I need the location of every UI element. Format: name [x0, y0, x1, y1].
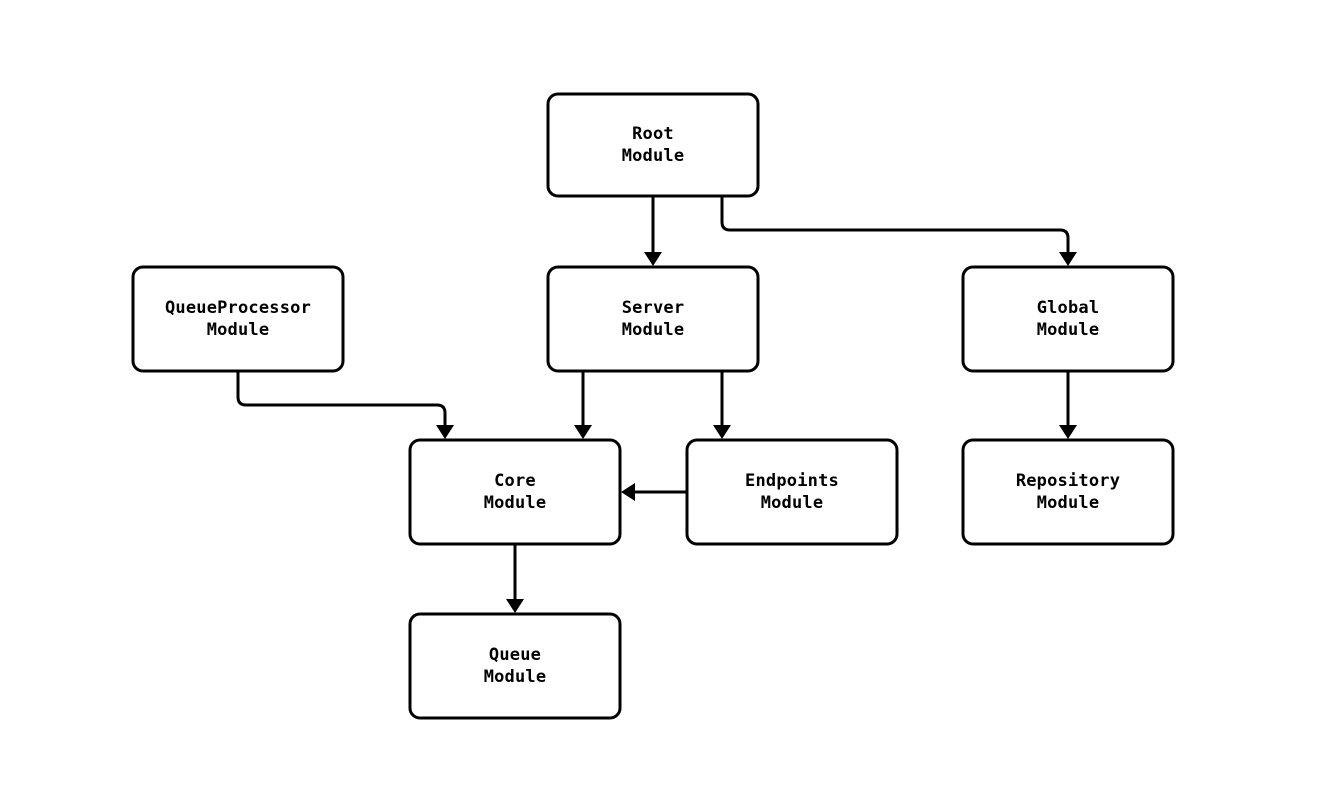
arrow-head-icon-root-server	[644, 252, 662, 266]
node-label-line1-endpoints: Endpoints	[745, 471, 839, 491]
node-label-line2-server: Module	[622, 320, 685, 340]
edge-root-global	[720, 196, 1077, 266]
edge-queueprocessor-core	[236, 371, 454, 439]
node-label-line1-root: Root	[632, 124, 674, 144]
node-label-line1-core: Core	[494, 471, 536, 491]
node-label-line1-queueprocessor: QueueProcessor	[165, 298, 311, 318]
arrow-head-icon-core-queue	[506, 599, 524, 613]
node-box-root[interactable]	[546, 92, 760, 198]
edges-layer	[236, 196, 1077, 613]
node-box-core[interactable]	[408, 438, 622, 546]
arrow-head-icon-root-global	[1059, 252, 1077, 266]
edge-server-endpoints	[713, 371, 731, 439]
edge-line-root-global	[720, 196, 1070, 254]
node-box-server[interactable]	[546, 265, 760, 373]
arrow-head-icon-server-endpoints	[713, 425, 731, 439]
node-label-line2-repository: Module	[1037, 493, 1100, 513]
node-label-line1-repository: Repository	[1016, 471, 1120, 491]
arrow-head-icon-server-core	[574, 425, 592, 439]
arrow-head-icon-queueprocessor-core	[436, 425, 454, 439]
arrow-head-icon-global-repository	[1059, 425, 1077, 439]
node-label-line2-root: Module	[622, 146, 685, 166]
node-label-line2-core: Module	[484, 493, 547, 513]
node-box-repository[interactable]	[961, 438, 1175, 546]
node-label-line1-queue: Queue	[489, 645, 541, 665]
node-box-queue[interactable]	[408, 612, 622, 720]
node-box-endpoints[interactable]	[685, 438, 899, 546]
edge-server-core	[574, 371, 592, 439]
nodes-layer: RootModuleQueueProcessorModuleServerModu…	[131, 92, 1175, 720]
node-label-line1-server: Server	[622, 298, 685, 318]
node-label-line1-global: Global	[1037, 298, 1100, 318]
edge-core-queue	[506, 544, 524, 613]
node-label-line2-endpoints: Module	[761, 493, 824, 513]
edge-root-server	[644, 196, 662, 266]
node-label-line2-queueprocessor: Module	[207, 320, 270, 340]
node-box-queueprocessor[interactable]	[131, 265, 345, 373]
edge-global-repository	[1059, 371, 1077, 439]
edge-endpoints-core	[621, 483, 687, 501]
edge-line-queueprocessor-core	[236, 371, 447, 427]
arrow-head-icon-endpoints-core	[621, 483, 635, 501]
node-box-global[interactable]	[961, 265, 1175, 373]
node-label-line2-queue: Module	[484, 667, 547, 687]
node-label-line2-global: Module	[1037, 320, 1100, 340]
